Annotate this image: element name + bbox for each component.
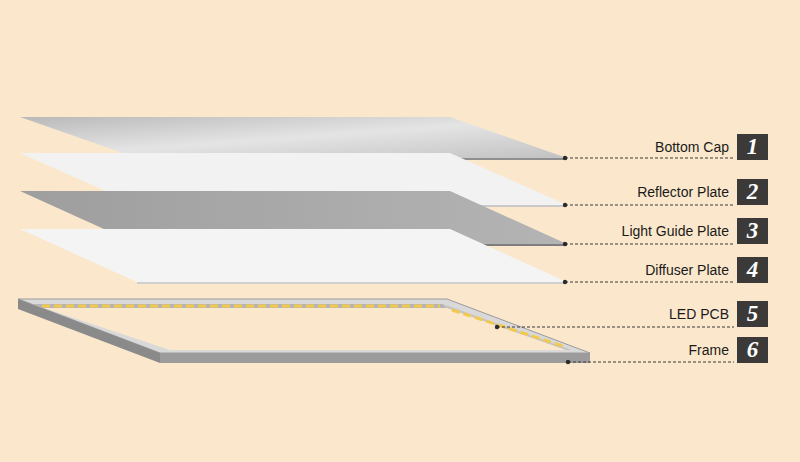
part-name: Reflector Plate: [637, 183, 729, 201]
part-name: LED PCB: [669, 305, 729, 323]
leader-line: [565, 158, 734, 159]
diffuser-plate: [20, 229, 567, 282]
callout-number-text: 4: [747, 257, 759, 282]
leader-line: [497, 327, 734, 328]
part-name: Light Guide Plate: [622, 222, 729, 240]
frame-side-face: [18, 299, 160, 363]
callout-number-text: 2: [747, 179, 759, 204]
part-name: Bottom Cap: [655, 138, 729, 156]
bottom-cap-plate: [20, 117, 567, 158]
leader-line: [565, 205, 734, 206]
part-name: Frame: [689, 341, 729, 359]
diffuser-edge: [137, 282, 567, 284]
leader-line: [568, 362, 734, 363]
callout-number: 4: [737, 257, 768, 283]
leader-line: [565, 244, 734, 245]
part-name: Diffuser Plate: [645, 261, 729, 279]
callout-number-text: 5: [747, 301, 759, 326]
leader-dot: [563, 203, 567, 207]
callout-number: 2: [737, 179, 768, 205]
leader-dot: [563, 242, 567, 246]
frame-inner-wall: [32, 304, 447, 308]
callout-number-text: 3: [747, 218, 759, 243]
leader-dot: [563, 280, 567, 284]
led-strip: [452, 310, 566, 347]
leader-dot: [495, 325, 499, 329]
callout-number-text: 6: [747, 337, 759, 362]
leader-dot: [566, 360, 570, 364]
callout-number-text: 1: [747, 134, 759, 159]
frame-front-face: [160, 353, 590, 363]
callout-number: 5: [737, 301, 768, 327]
frame-top: [18, 299, 590, 353]
led-strip: [42, 305, 440, 308]
callout-number: 1: [737, 134, 768, 160]
callout-number: 3: [737, 218, 768, 244]
leader-lines: [495, 156, 734, 364]
callout-number: 6: [737, 337, 768, 363]
leader-dot: [563, 156, 567, 160]
leader-line: [565, 282, 734, 283]
